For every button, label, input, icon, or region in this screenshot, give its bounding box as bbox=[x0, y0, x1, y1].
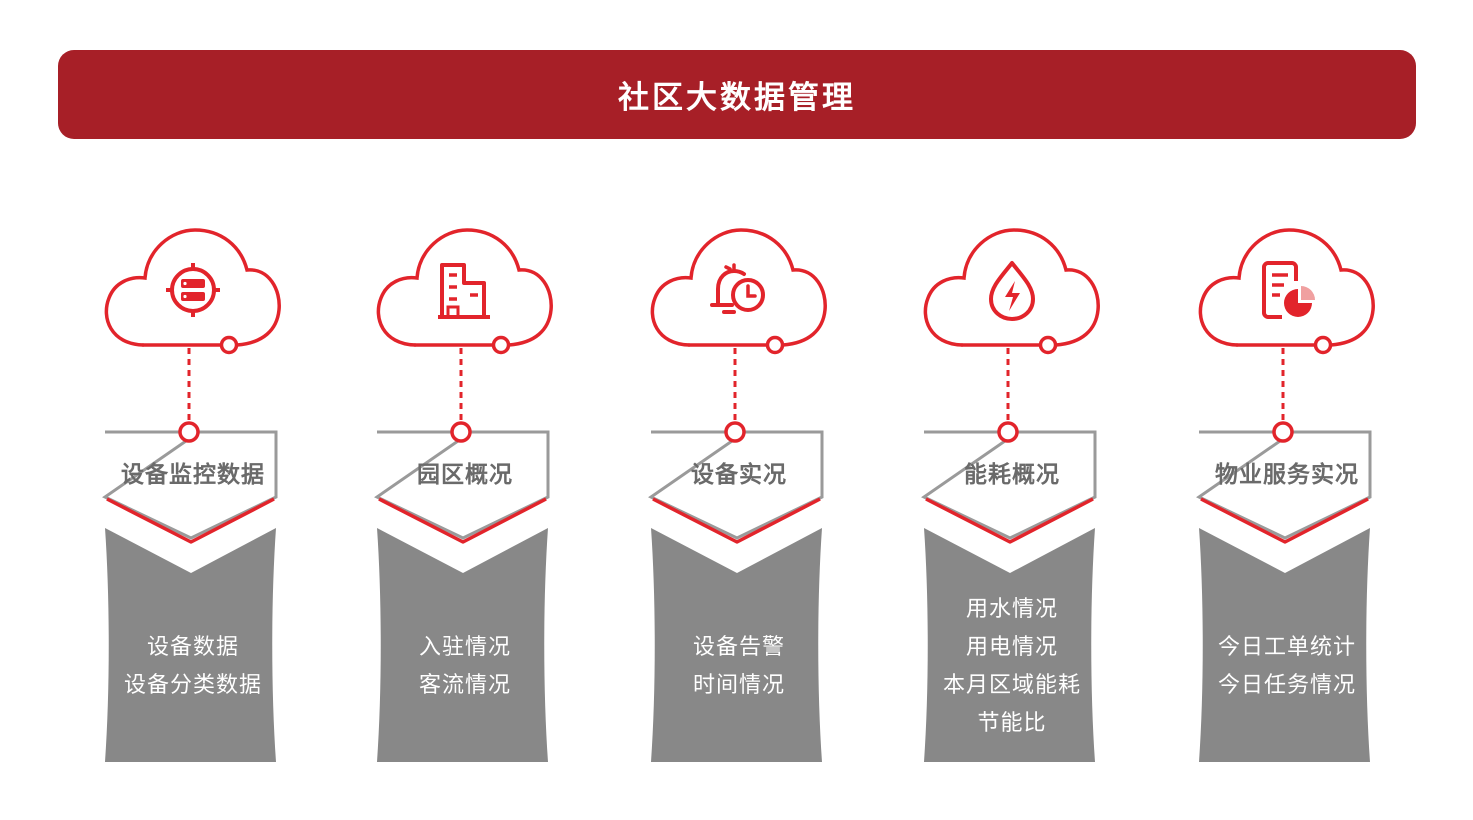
module-details: 今日工单统计 今日任务情况 bbox=[1197, 572, 1377, 762]
page-title: 社区大数据管理 bbox=[618, 80, 856, 116]
module-card-energy-overview[interactable]: 能耗概况 用水情况 用电情况 本月区域能耗 节能比 bbox=[922, 0, 1102, 820]
detail-item: 本月区域能耗 bbox=[942, 673, 1081, 698]
detail-item: 用电情况 bbox=[965, 635, 1058, 660]
module-card-park-overview[interactable]: 园区概况 入驻情况 客流情况 bbox=[375, 0, 555, 820]
detail-item: 设备告警 bbox=[692, 635, 785, 660]
detail-item: 时间情况 bbox=[692, 673, 785, 698]
detail-item: 今日工单统计 bbox=[1217, 635, 1356, 660]
detail-item: 今日任务情况 bbox=[1217, 673, 1356, 698]
detail-item: 设备分类数据 bbox=[123, 673, 262, 698]
detail-item: 设备数据 bbox=[146, 635, 239, 660]
detail-item: 用水情况 bbox=[965, 597, 1058, 622]
module-title: 设备实况 bbox=[691, 462, 787, 488]
header-banner: 社区大数据管理 bbox=[58, 50, 1416, 139]
module-card-property-service[interactable]: 物业服务实况 今日工单统计 今日任务情况 bbox=[1197, 0, 1377, 820]
module-details: 入驻情况 客流情况 bbox=[375, 572, 555, 762]
energy-drop-icon bbox=[977, 255, 1047, 325]
report-chart-icon bbox=[1252, 255, 1322, 325]
module-card-device-monitoring[interactable]: 设备监控数据 设备数据 设备分类数据 bbox=[103, 0, 283, 820]
module-details: 用水情况 用电情况 本月区域能耗 节能比 bbox=[922, 572, 1102, 762]
module-details: 设备告警 时间情况 bbox=[649, 572, 829, 762]
module-card-device-status[interactable]: 设备实况 设备告警 时间情况 bbox=[649, 0, 829, 820]
detail-item: 客流情况 bbox=[418, 673, 511, 698]
server-target-icon bbox=[158, 255, 228, 325]
module-title: 设备监控数据 bbox=[121, 462, 265, 488]
module-title: 园区概况 bbox=[417, 462, 513, 488]
building-icon bbox=[430, 255, 500, 325]
alarm-clock-icon bbox=[704, 255, 774, 325]
module-title: 能耗概况 bbox=[964, 462, 1060, 488]
detail-item: 节能比 bbox=[977, 711, 1047, 736]
detail-item: 入驻情况 bbox=[418, 635, 511, 660]
module-details: 设备数据 设备分类数据 bbox=[103, 572, 283, 762]
module-title: 物业服务实况 bbox=[1215, 462, 1359, 488]
